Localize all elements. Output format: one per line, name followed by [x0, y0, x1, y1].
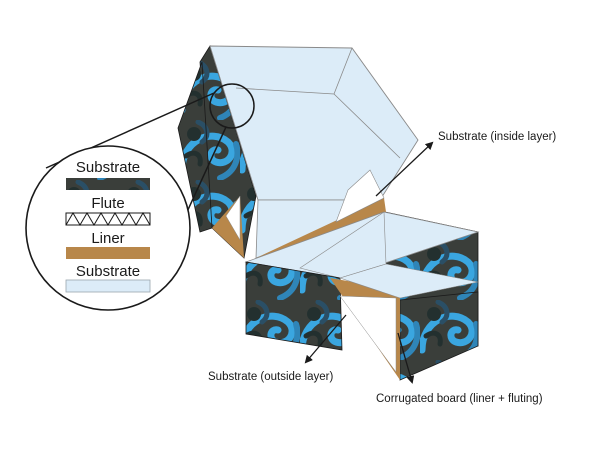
inset-layer-label: Flute [91, 195, 124, 212]
front-right-outer-wall [399, 291, 479, 381]
outside-callout-arrow [304, 314, 347, 364]
liner-swatch [66, 247, 150, 259]
inset-layers: Substrate Flute Liner Substrate [65, 159, 151, 293]
inset-layer-label: Substrate [76, 159, 140, 176]
lid-corner-line [333, 47, 353, 95]
zoom-target-circle [209, 83, 255, 129]
inside-layer-label: Substrate (inside layer) [438, 131, 556, 143]
inside-callout-arrow [375, 141, 434, 197]
corner-top-face [339, 263, 479, 299]
substrate-inside-swatch [65, 279, 151, 293]
lid-liner-edge [256, 198, 386, 262]
outside-layer-label: Substrate (outside layer) [208, 371, 333, 383]
front-left-outer-wall [245, 261, 343, 351]
lid-white-edge [335, 169, 385, 223]
inset-layer-label: Liner [91, 230, 124, 247]
lid-inside-surface [209, 45, 419, 201]
inset-layer-label: Substrate [76, 263, 140, 280]
corrugated-board-label: Corrugated board (liner + fluting) [376, 393, 543, 405]
flute-swatch [65, 212, 151, 226]
substrate-outside-swatch [66, 178, 150, 190]
corrugated-callout-arrow [397, 332, 415, 384]
callouts: Substrate (inside layer) Substrate (outs… [208, 131, 556, 405]
corner-white-inside [339, 295, 397, 373]
lid-left-white [225, 195, 241, 241]
box-illustration [177, 45, 480, 381]
